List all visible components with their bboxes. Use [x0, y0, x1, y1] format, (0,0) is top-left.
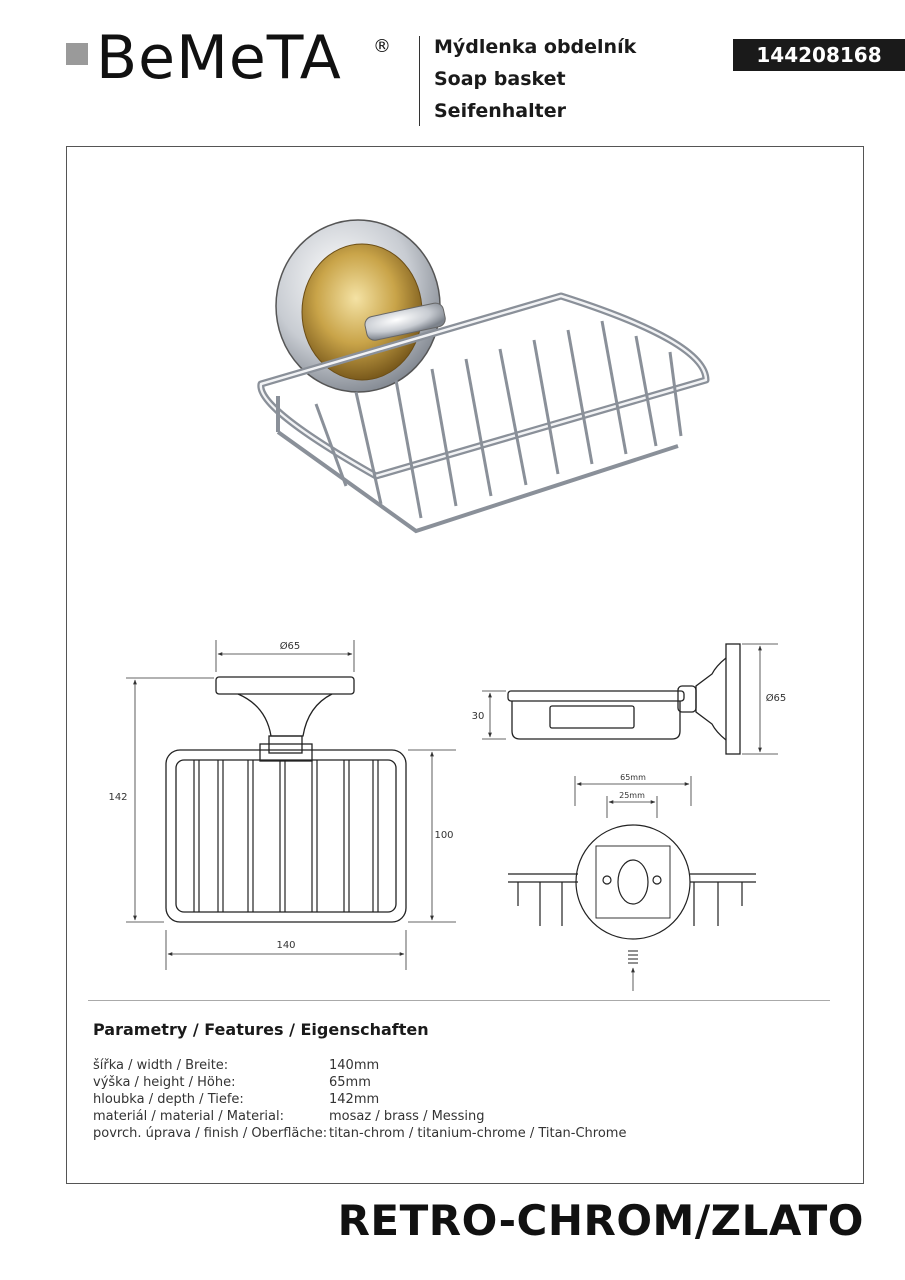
dim-plate-width: 65mm	[620, 773, 646, 782]
series-name: RETRO-CHROM/ZLATO	[337, 1196, 864, 1245]
side-basket-rim	[507, 690, 685, 702]
mounting-plate	[595, 845, 671, 919]
feature-value: 140mm	[329, 1058, 380, 1073]
front-basket-bars	[193, 760, 379, 912]
mounting-center-hole	[617, 859, 649, 905]
front-rosette	[215, 676, 355, 695]
dim-basket-height: 100	[434, 830, 453, 841]
dim-top-diameter: Ø65	[280, 640, 301, 652]
product-photo	[257, 219, 710, 534]
dim-side-diameter: Ø65	[766, 692, 787, 704]
dim-hole-spacing: 25mm	[619, 791, 645, 800]
title-de: Seifenhalter	[434, 100, 566, 122]
feature-value: mosaz / brass / Messing	[329, 1109, 485, 1124]
brand-logo: BeMeTA	[96, 23, 342, 93]
dim-width: 140	[276, 940, 295, 951]
feature-label: materiál / material / Material:	[93, 1109, 285, 1124]
product-code: 144208168	[733, 39, 905, 71]
feature-value: titan-chrom / titanium-chrome / Titan-Ch…	[329, 1126, 627, 1141]
side-view	[482, 643, 778, 755]
header-divider	[419, 36, 420, 126]
feature-label: výška / height / Höhe:	[93, 1075, 236, 1090]
feature-label: hloubka / depth / Tiefe:	[93, 1092, 244, 1107]
feature-value: 142mm	[329, 1092, 380, 1107]
front-view	[126, 640, 456, 970]
feature-label: povrch. úprava / finish / Oberfläche:	[93, 1126, 328, 1141]
front-basket-inner	[175, 759, 397, 913]
features-divider	[88, 1000, 830, 1001]
arm-connector	[364, 302, 446, 341]
dim-height: 142	[108, 792, 127, 803]
registered-mark: ®	[373, 36, 391, 57]
dim-side-depth: 30	[472, 711, 485, 722]
title-en: Soap basket	[434, 68, 566, 90]
logo-square	[66, 43, 88, 65]
mounting-circle	[575, 824, 691, 940]
content-frame	[66, 146, 864, 1184]
technical-drawing: Ø65 142 100 140 30 Ø65	[108, 219, 787, 991]
side-rosette	[725, 643, 741, 755]
title-cz: Mýdlenka obdelník	[434, 36, 637, 58]
feature-value: 65mm	[329, 1075, 371, 1090]
feature-label: šířka / width / Breite:	[93, 1058, 229, 1073]
features-heading: Parametry / Features / Eigenschaften	[93, 1020, 429, 1039]
basket-wires	[314, 320, 683, 519]
front-neck	[237, 693, 333, 737]
mounting-view	[508, 776, 756, 991]
front-basket-outer	[165, 749, 407, 923]
